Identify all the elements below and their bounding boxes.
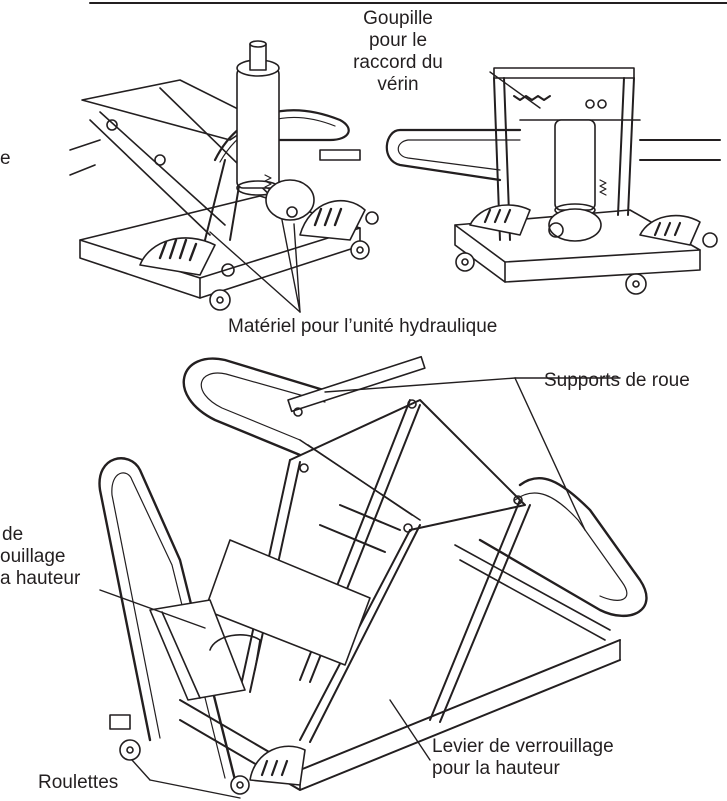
label-hydraulic-hardware: Matériel pour l’unité hydraulique	[228, 316, 498, 337]
pin-leader	[489, 71, 541, 109]
label-height-lock-bar-partial: de ouillage a hauteur	[0, 524, 81, 589]
label-height-lock-lever: Levier de verrouillage pour la hauteur	[432, 736, 614, 779]
label-pin: Goupille pour le raccord du vérin	[353, 8, 443, 95]
top-left-view	[69, 40, 379, 311]
top-right-view	[385, 67, 721, 295]
caster-wheel	[106, 119, 379, 311]
lift-handle	[98, 457, 237, 782]
bottom-leaders	[99, 377, 621, 799]
label-cut-left-letter: e	[0, 148, 11, 169]
label-casters: Roulettes	[38, 772, 119, 793]
hydraulic-hardware-leaders	[209, 219, 301, 313]
bottom-casters	[109, 714, 250, 795]
hydraulic-cylinder	[236, 67, 280, 189]
label-wheel-supports: Supports de roue	[544, 370, 690, 391]
pin-cylinder	[554, 119, 596, 211]
ramp-plate	[204, 539, 371, 666]
bottom-view	[98, 355, 648, 799]
